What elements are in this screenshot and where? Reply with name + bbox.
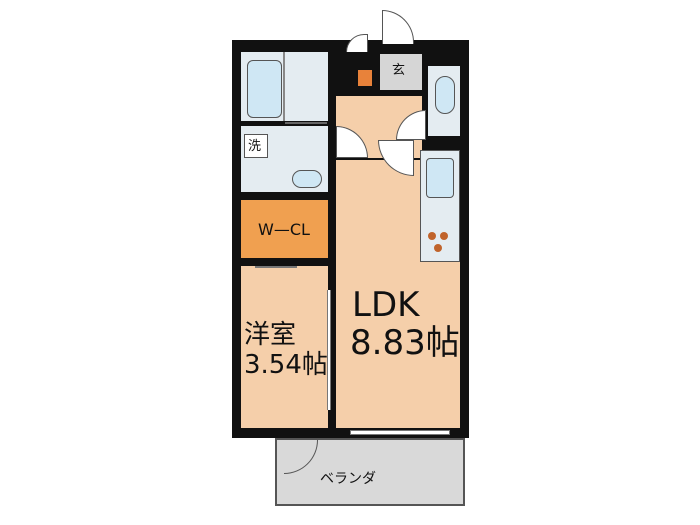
wcl-label: W—CL: [258, 220, 310, 239]
sliding-door-icon: [327, 290, 331, 410]
sink-icon: [292, 170, 322, 188]
stove-burner-icon: [434, 244, 442, 252]
entrance-label: 玄: [392, 63, 406, 78]
entrance: [380, 54, 422, 90]
bathtub-icon: [247, 60, 282, 118]
door-swing-icon: [346, 34, 368, 52]
laundry-label: 洗: [248, 139, 262, 154]
veranda-label: ベランダ: [320, 471, 376, 487]
walk-in-closet: [241, 200, 328, 258]
ldk-room-name: LDK: [352, 285, 420, 325]
western-room-name: 洋室: [244, 320, 297, 350]
shoe-cabinet-marker: [358, 70, 372, 86]
ldk-room-size: 8.83帖: [350, 323, 460, 363]
western-room-size: 3.54帖: [244, 350, 328, 380]
kitchen-sink-icon: [426, 158, 454, 198]
closet-door-marker: [255, 266, 297, 272]
washing-machine-icon: [244, 134, 268, 158]
washroom-door-icon: [285, 122, 327, 128]
western-room: [241, 266, 328, 428]
stove-burner-icon: [440, 232, 448, 240]
stove-burner-icon: [428, 232, 436, 240]
toilet-icon: [435, 76, 455, 114]
window-sash: [350, 430, 450, 435]
bathroom-divider: [283, 52, 285, 121]
front-door-arc-icon: [382, 10, 414, 44]
